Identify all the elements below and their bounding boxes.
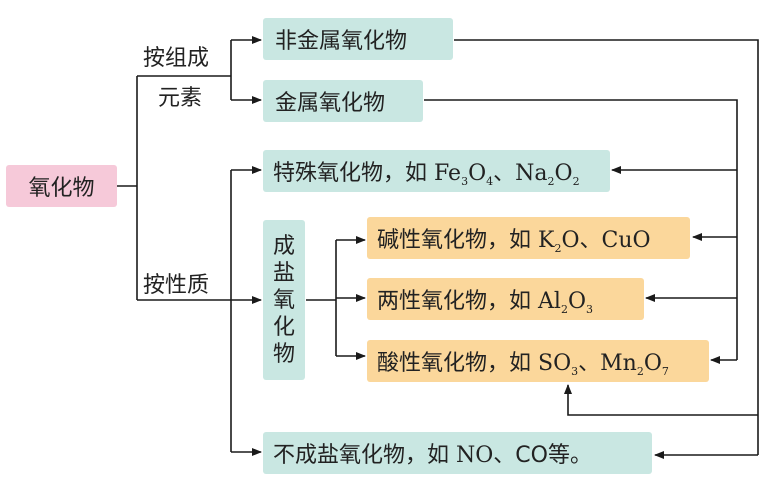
basic-oxide-label: 碱性氧化物，如 K2O、CuO [377, 222, 651, 254]
acidic-oxide-label: 酸性氧化物，如 SO3、Mn2O7 [377, 345, 669, 377]
salt-forming-char: 物 [272, 341, 295, 367]
formula-sub: 2 [547, 175, 555, 188]
formula-o: O [554, 161, 573, 186]
separator: 、 [579, 228, 602, 253]
formula-sub: 2 [572, 175, 580, 188]
formula-sub: 4 [486, 175, 494, 188]
formula-o: O [561, 228, 580, 253]
salt-forming-char: 盐 [272, 260, 295, 286]
formula-o: O [468, 161, 487, 186]
formula-al2o3-al: Al [538, 289, 561, 314]
metal-oxide-label: 金属氧化物 [275, 91, 386, 116]
amphoteric-oxide-box: 两性氧化物，如 Al2O3 [367, 278, 644, 320]
metal-oxide-box: 金属氧化物 [263, 80, 423, 122]
root-label: 氧化物 [28, 176, 95, 201]
formula-sub: 2 [560, 303, 568, 316]
formula-mn2o7-mn: Mn [600, 351, 637, 376]
salt-forming-char: 化 [272, 314, 295, 340]
special-prefix: 特殊氧化物，如 [273, 161, 434, 186]
nonmetal-right-line [454, 39, 759, 455]
nonmetal-arrow-acidic [564, 384, 758, 416]
formula-o: O [567, 289, 586, 314]
acidic-prefix: 酸性氧化物，如 [377, 351, 538, 376]
separator: 、 [493, 161, 516, 186]
formula-sub: 7 [661, 365, 669, 378]
formula-sub: 2 [554, 242, 562, 255]
non-salt-forming-label: 不成盐氧化物，如 NO、CO等。 [273, 437, 592, 469]
formula-fe3o4-fe: Fe [434, 161, 462, 186]
non-salt-prefix: 不成盐氧化物，如 NO、 [273, 443, 516, 468]
non-salt-suffix: CO等。 [515, 443, 592, 468]
basic-prefix: 碱性氧化物，如 [377, 228, 538, 253]
acidic-oxide-box: 酸性氧化物，如 SO3、Mn2O7 [367, 340, 709, 382]
salt-forming-char: 成 [272, 233, 295, 259]
formula-sub: 2 [636, 365, 644, 378]
label-by-property: 按性质 [143, 273, 210, 298]
root-oxide: 氧化物 [6, 165, 117, 207]
special-oxide-box: 特殊氧化物，如 Fe3O4、Na2O2 [263, 150, 610, 192]
separator: 、 [578, 351, 601, 376]
formula-sub: 3 [585, 303, 593, 316]
label-by-element-2: 元素 [158, 86, 203, 111]
salt-forming-char: 氧 [272, 287, 295, 313]
amphoteric-oxide-label: 两性氧化物，如 Al2O3 [377, 283, 593, 315]
formula-o: O [643, 351, 662, 376]
formula-cuo: CuO [601, 228, 651, 253]
formula-sub: 3 [461, 175, 469, 188]
label-by-element-1: 按组成 [143, 46, 210, 71]
basic-oxide-box: 碱性氧化物，如 K2O、CuO [367, 217, 690, 259]
special-oxide-label: 特殊氧化物，如 Fe3O4、Na2O2 [273, 155, 580, 187]
formula-na2o2-na: Na [515, 161, 548, 186]
amphoteric-prefix: 两性氧化物，如 [377, 289, 538, 314]
formula-sub: 3 [571, 365, 579, 378]
nonmetal-oxide-label: 非金属氧化物 [275, 29, 408, 54]
formula-so3-so: SO [538, 351, 572, 376]
non-salt-forming-oxide-box: 不成盐氧化物，如 NO、CO等。 [263, 432, 652, 474]
salt-forming-oxide-box: 成 盐 氧 化 物 [263, 220, 305, 380]
formula-k2o-k: K [538, 228, 555, 253]
metal-right-line [424, 99, 738, 360]
nonmetal-oxide-box: 非金属氧化物 [263, 18, 453, 60]
